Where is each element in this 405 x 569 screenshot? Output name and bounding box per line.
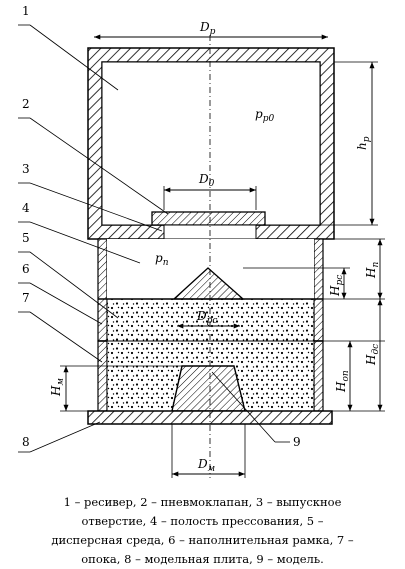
dim-H-media-cone	[243, 267, 350, 299]
label-5: 5	[22, 231, 30, 245]
label-2: 2	[22, 97, 30, 111]
symbol-H-model: Нм	[49, 378, 66, 397]
leader-lines	[18, 24, 290, 453]
dim-D-outlet	[163, 186, 257, 210]
caption-line-3: дисперсная среда, 6 – наполнительная рам…	[51, 533, 354, 547]
symbol-H-cavity: Нп	[364, 262, 381, 279]
dim-H-cavity	[323, 238, 385, 300]
symbol-D-receiver: Dр	[199, 20, 216, 37]
figure-caption: 1 – ресивер, 2 – пневмоклапан, 3 – выпус…	[10, 493, 395, 569]
symbol-D-model: Dм	[197, 457, 215, 474]
caption-line-4: опока, 8 – модельная плита, 9 – модель.	[81, 552, 324, 566]
symbol-H-flask: Ноп	[334, 370, 351, 393]
symbol-D-media-cone: Dрс	[196, 309, 217, 326]
symbol-pressure-cavity: pп	[155, 251, 169, 268]
label-7: 7	[22, 291, 30, 305]
label-4: 4	[22, 201, 30, 215]
label-6: 6	[22, 262, 30, 276]
symbol-H-media-cone: Нрс	[328, 275, 345, 297]
dim-H-model	[60, 365, 182, 412]
receiver	[87, 47, 335, 240]
symbol-pressure-receiver: pр0	[255, 107, 274, 124]
dim-H-dispersed	[323, 299, 385, 412]
dim-D-model	[171, 424, 246, 478]
symbol-D-outlet: D0	[198, 172, 215, 189]
label-1: 1	[22, 4, 30, 18]
pneumatic-valve	[151, 211, 266, 226]
caption-line-1: 1 – ресивер, 2 – пневмоклапан, 3 – выпус…	[63, 495, 342, 509]
label-3: 3	[22, 162, 30, 176]
dim-h-receiver	[320, 61, 378, 226]
label-9: 9	[293, 435, 301, 449]
model	[171, 365, 246, 412]
symbol-h-receiver: hр	[355, 136, 372, 150]
label-8: 8	[22, 435, 30, 449]
symbol-H-dispersed: Ндс	[364, 344, 381, 366]
caption-line-2: отверстие, 4 – полость прессования, 5 –	[81, 514, 324, 528]
